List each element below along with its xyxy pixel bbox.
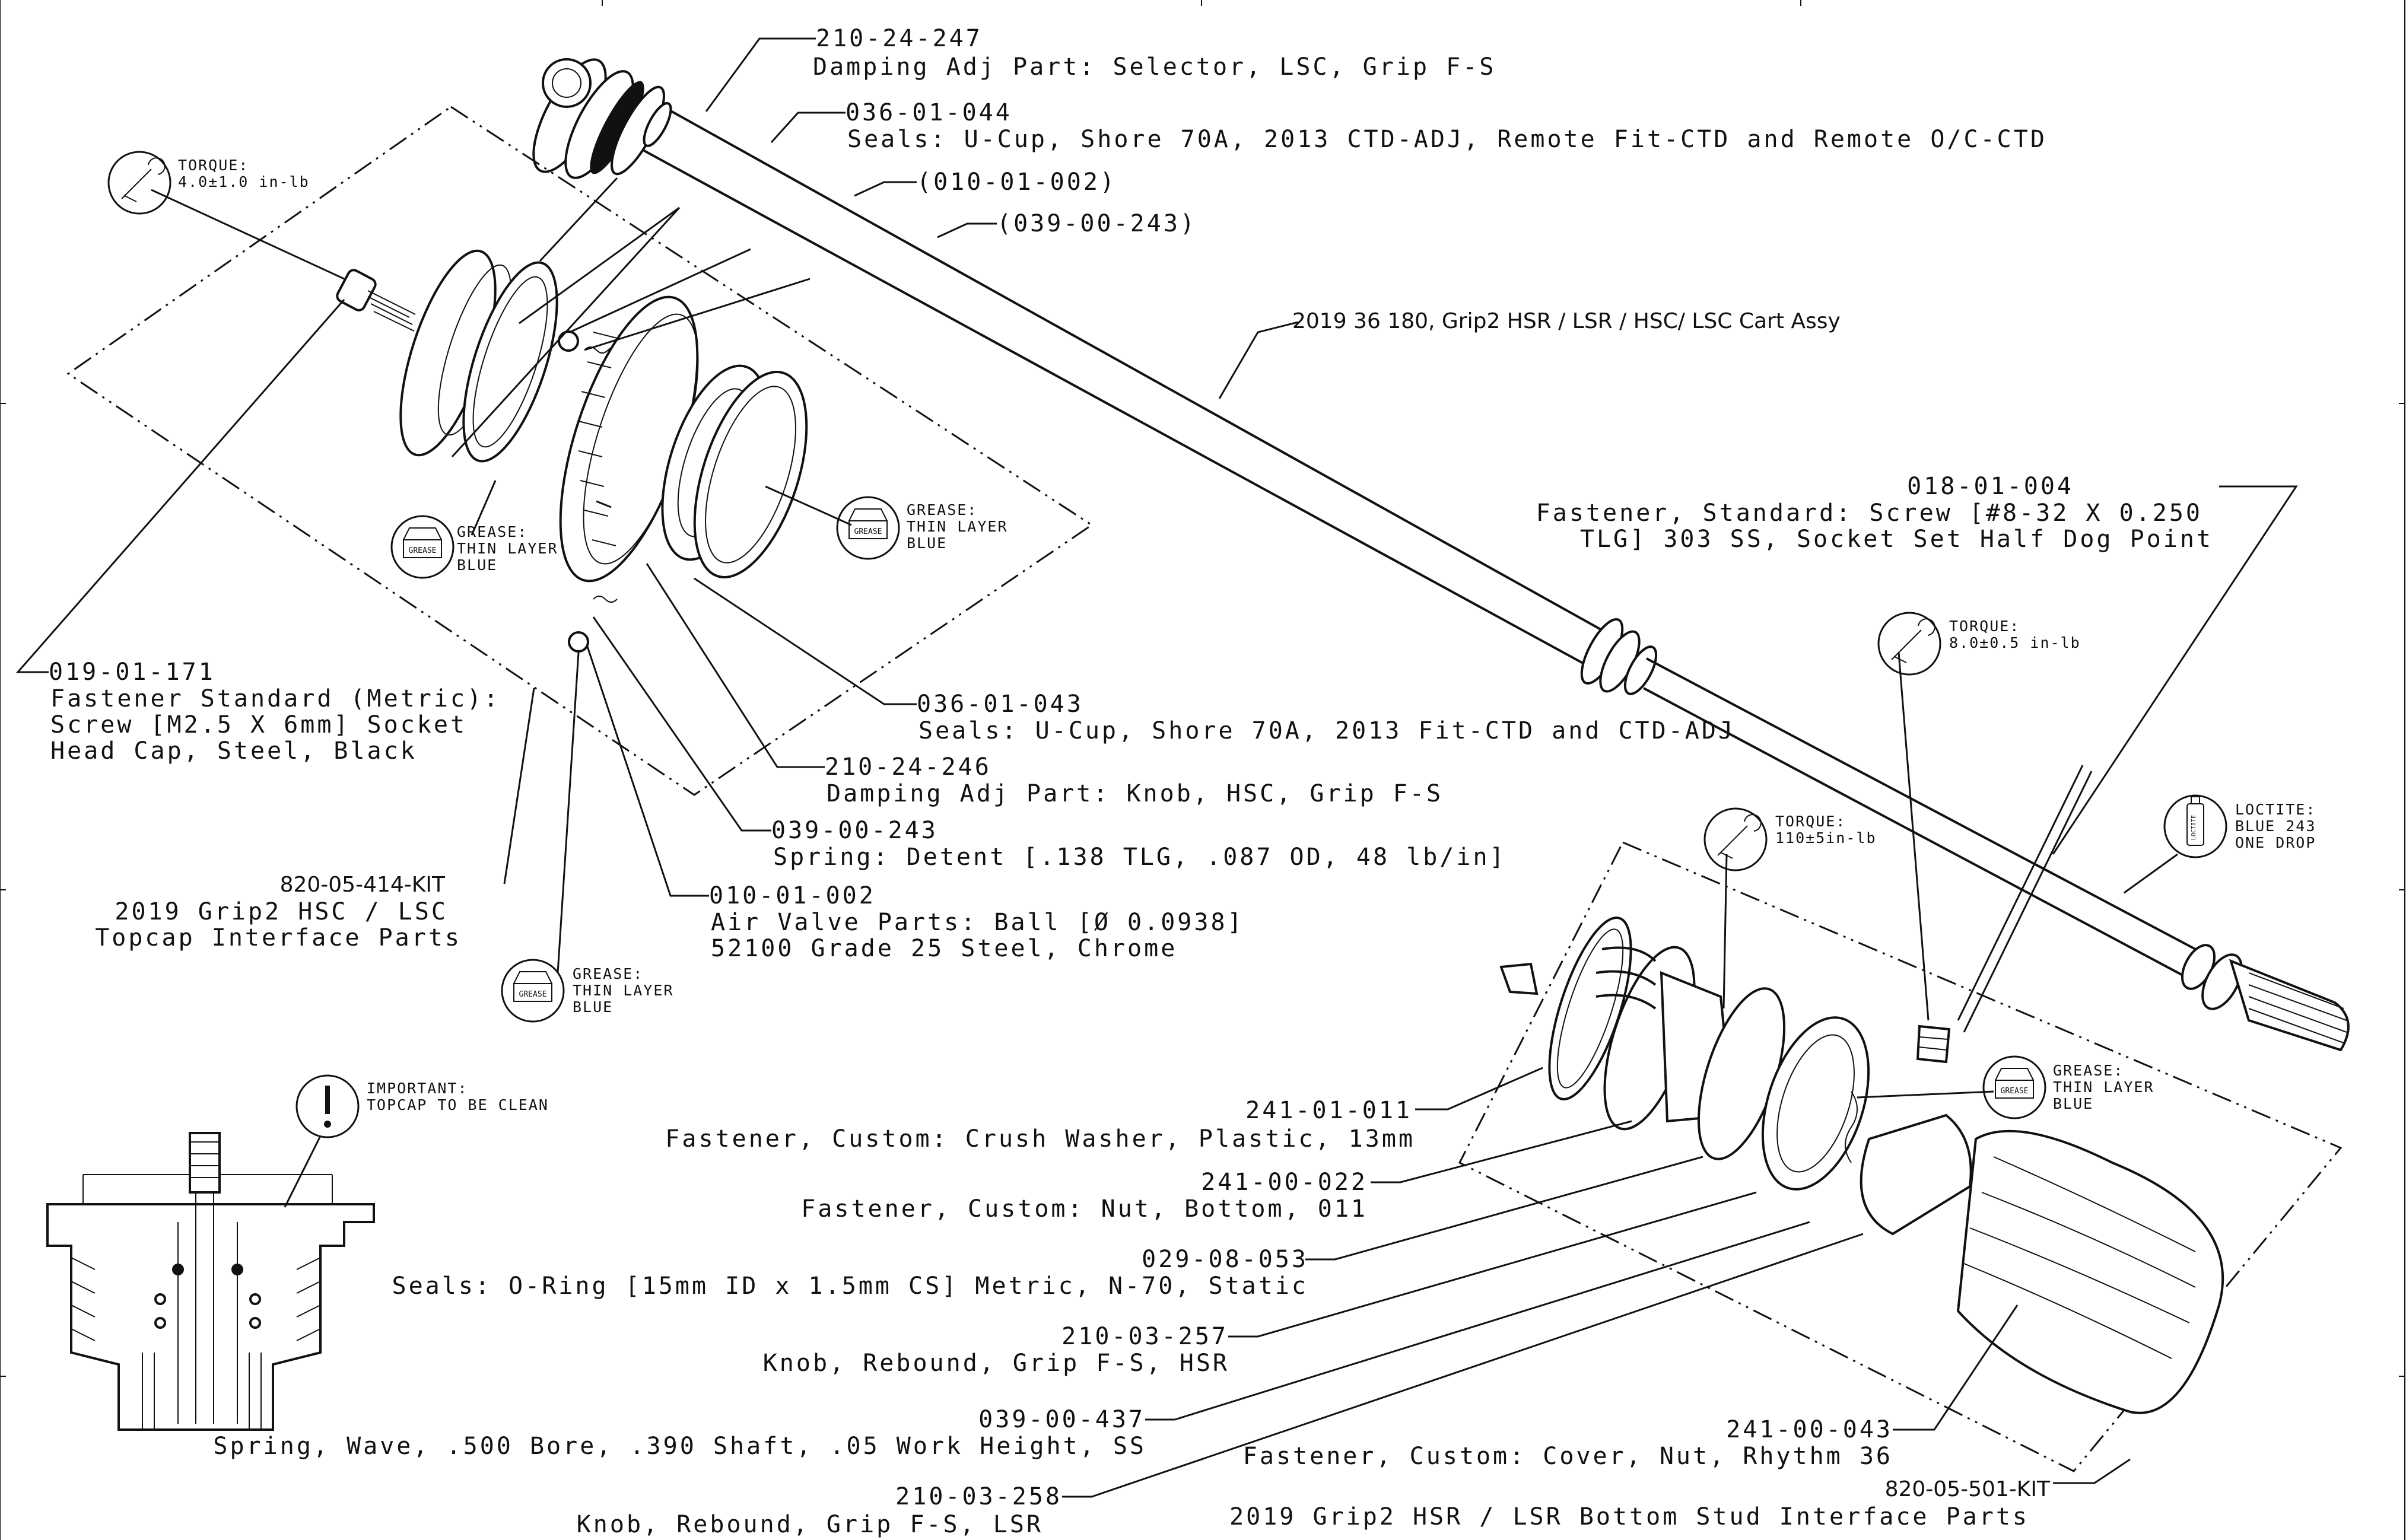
note-loctite-line3: ONE DROP: [2235, 834, 2316, 851]
grease-icon-label: GREASE: [854, 527, 882, 536]
note-important-line1: IMPORTANT:: [367, 1080, 468, 1097]
grease-icon-label: GREASE: [519, 990, 547, 999]
cartridge-assembly: [532, 58, 2350, 1052]
grease-icon: GREASE: [1982, 1055, 2046, 1119]
note-grease-2-line1: GREASE:: [907, 501, 977, 518]
part-number-029-08-053: 029-08-053: [1142, 1246, 1308, 1273]
note-texts: TORQUE: 4.0±1.0 in-lb GREASE: THIN LAYER…: [178, 157, 2316, 1113]
part-number-019-01-171: 019-01-171: [49, 658, 215, 686]
torque-wrench-icon: [1877, 612, 1941, 676]
part-number-241-00-043: 241-00-043: [1726, 1416, 1893, 1443]
note-grease-2-line3: BLUE: [907, 534, 947, 552]
part-desc-241-01-011: Fastener, Custom: Crush Washer, Plastic,…: [665, 1125, 1415, 1153]
note-important-line2: TOPCAP TO BE CLEAN: [367, 1096, 549, 1113]
leader-lines: [15, 37, 2298, 1498]
grease-icon-label: GREASE: [2001, 1087, 2029, 1096]
part-desc-241-00-022: Fastener, Custom: Nut, Bottom, 011: [801, 1195, 1368, 1223]
part-desc-036-01-044: Seals: U-Cup, Shore 70A, 2013 CTD-ADJ, R…: [847, 126, 2047, 153]
part-desc-039-00-437: Spring, Wave, .500 Bore, .390 Shaft, .05…: [213, 1433, 1146, 1460]
note-torque-mid-line1: TORQUE:: [1949, 618, 2020, 635]
part-cart-assy: 2019 36 180, Grip2 HSR / LSR / HSC/ LSC …: [1292, 309, 1841, 333]
part-desc-039-00-243: Spring: Detent [.138 TLG, .087 OD, 48 lb…: [773, 844, 1506, 871]
part-number-210-03-258: 210-03-258: [895, 1483, 1062, 1510]
loctite-icon-label: LOCTITE: [2191, 815, 2197, 840]
part-ref-010-01-002: (010-01-002): [917, 168, 1117, 196]
part-desc-210-24-247: Damping Adj Part: Selector, LSC, Grip F-…: [813, 53, 1496, 81]
note-icons: GREASE GREASE GREASE LOCTITE: [107, 151, 2227, 1138]
note-torque-bot-line2: 110±5in-lb: [1775, 829, 1877, 847]
grease-icon: GREASE: [390, 515, 454, 579]
part-desc-029-08-053: Seals: O-Ring [15mm ID x 1.5mm CS] Metri…: [392, 1272, 1308, 1300]
part-desc-820-05-501-kit: 2019 Grip2 HSR / LSR Bottom Stud Interfa…: [1229, 1503, 2029, 1531]
part-desc-036-01-043: Seals: U-Cup, Shore 70A, 2013 Fit-CTD an…: [918, 717, 1735, 744]
note-torque-top-line1: TORQUE:: [178, 157, 249, 174]
part-desc-210-03-258: Knob, Rebound, Grip F-S, LSR: [577, 1511, 1043, 1538]
part-desc-010-01-002-line2: 52100 Grade 25 Steel, Chrome: [711, 935, 1177, 962]
part-number-241-00-022: 241-00-022: [1201, 1169, 1368, 1196]
part-number-820-05-414-kit: 820-05-414-KIT: [280, 873, 446, 897]
note-grease-4-line3: BLUE: [2053, 1095, 2093, 1112]
note-grease-3-line3: BLUE: [573, 998, 613, 1016]
note-grease-4-line2: THIN LAYER: [2053, 1078, 2154, 1096]
part-desc-210-03-257: Knob, Rebound, Grip F-S, HSR: [763, 1350, 1229, 1377]
part-desc-820-05-414-kit-line2: Topcap Interface Parts: [95, 924, 462, 952]
part-number-210-03-257: 210-03-257: [1061, 1323, 1228, 1350]
important-icon: [295, 1074, 360, 1138]
part-number-036-01-043: 036-01-043: [917, 691, 1083, 718]
note-grease-3-line1: GREASE:: [573, 965, 643, 982]
bottom-stud-interface-parts: [1458, 841, 2343, 1472]
part-desc-019-01-171-line2: Screw [M2.5 X 6mm] Socket: [50, 711, 467, 739]
note-grease-1-line1: GREASE:: [457, 523, 527, 540]
note-grease-3-line2: THIN LAYER: [573, 982, 674, 999]
topcap-section-view: [46, 1132, 375, 1431]
note-torque-bot-line1: TORQUE:: [1775, 813, 1846, 830]
part-desc-019-01-171-line3: Head Cap, Steel, Black: [50, 737, 417, 765]
part-number-010-01-002: 010-01-002: [709, 882, 876, 909]
part-number-039-00-243: 039-00-243: [771, 817, 938, 844]
part-desc-820-05-414-kit-line1: 2019 Grip2 HSC / LSC: [115, 898, 448, 925]
loctite-tube-icon: LOCTITE: [2163, 794, 2227, 858]
torque-wrench-icon: [1703, 807, 1768, 871]
torque-wrench-icon: [107, 151, 171, 215]
part-desc-019-01-171-line1: Fastener Standard (Metric):: [50, 685, 500, 712]
part-desc-210-24-246: Damping Adj Part: Knob, HSC, Grip F-S: [827, 780, 1443, 807]
note-loctite-line2: BLUE 243: [2235, 817, 2316, 835]
part-ref-039-00-243: (039-00-243): [997, 210, 1197, 237]
callout-labels: 210-24-247 Damping Adj Part: Selector, L…: [49, 25, 2213, 1538]
part-number-039-00-437: 039-00-437: [978, 1406, 1145, 1433]
note-torque-mid-line2: 8.0±0.5 in-lb: [1949, 634, 2081, 651]
note-grease-1-line3: BLUE: [457, 556, 497, 574]
grease-icon-label: GREASE: [409, 546, 437, 555]
part-desc-018-01-004-line2: TLG] 303 SS, Socket Set Half Dog Point: [1580, 526, 2213, 553]
grease-icon: GREASE: [836, 496, 900, 560]
note-grease-4-line1: GREASE:: [2053, 1062, 2124, 1079]
part-desc-010-01-002-line1: Air Valve Parts: Ball [Ø 0.0938]: [711, 909, 1244, 936]
part-number-018-01-004: 018-01-004: [1907, 473, 2074, 500]
part-desc-241-00-043: Fastener, Custom: Cover, Nut, Rhythm 36: [1243, 1443, 1893, 1470]
note-grease-1-line2: THIN LAYER: [457, 540, 558, 557]
note-grease-2-line2: THIN LAYER: [907, 518, 1008, 535]
part-number-210-24-247: 210-24-247: [816, 25, 983, 52]
grease-icon: GREASE: [501, 959, 565, 1023]
part-number-036-01-044: 036-01-044: [846, 99, 1012, 126]
part-number-241-01-011: 241-01-011: [1245, 1097, 1412, 1124]
part-number-210-24-246: 210-24-246: [825, 753, 991, 781]
note-loctite-line1: LOCTITE:: [2235, 801, 2316, 818]
note-torque-top-line2: 4.0±1.0 in-lb: [178, 173, 310, 190]
part-number-820-05-501-kit: 820-05-501-KIT: [1885, 1477, 2051, 1501]
part-desc-018-01-004-line1: Fastener, Standard: Screw [#8-32 X 0.250: [1536, 499, 2202, 527]
